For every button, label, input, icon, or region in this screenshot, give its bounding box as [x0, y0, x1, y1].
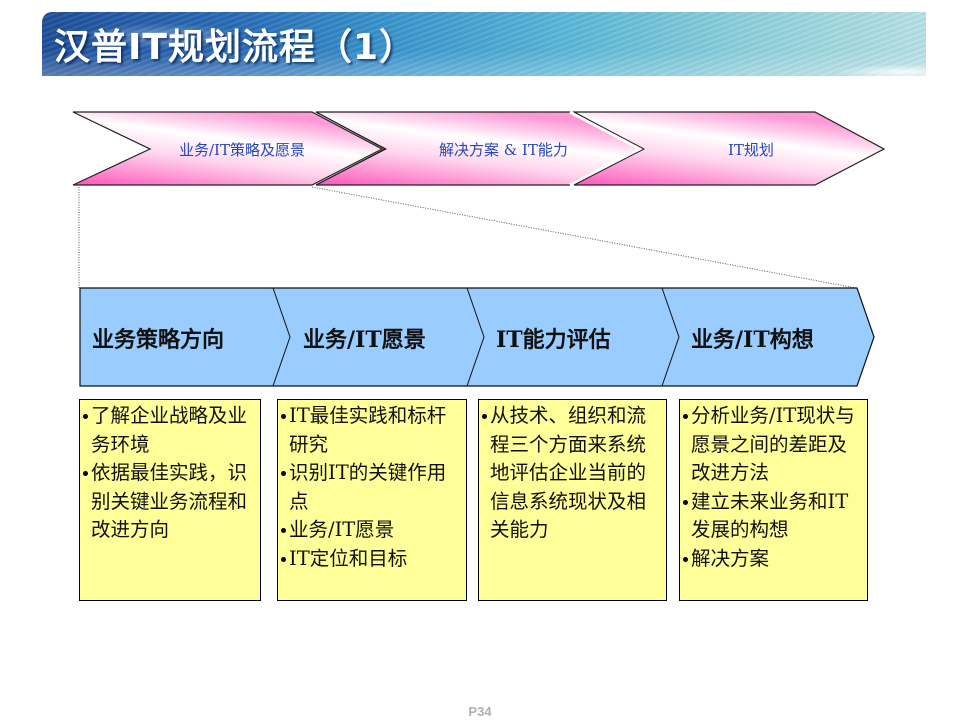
- stage-label-1: 业务/IT策略及愿景: [179, 141, 305, 159]
- phase-detail-box-3: 从技术、组织和流程三个方面来系统地评估企业当前的信息系统现状及相关能力: [478, 399, 667, 601]
- bullet-item: IT最佳实践和标杆研究: [280, 402, 464, 459]
- phase-label-1: 业务策略方向: [92, 327, 225, 353]
- bullet-item: 从技术、组织和流程三个方面来系统地评估企业当前的信息系统现状及相关能力: [481, 402, 664, 545]
- stage-label-3: IT规划: [728, 141, 774, 159]
- bullet-item: 解决方案: [682, 545, 865, 574]
- phase-divider-1: [272, 287, 291, 387]
- bullet-item: 依据最佳实践，识别关键业务流程和改进方向: [82, 459, 258, 545]
- phase-label-4: 业务/IT构想: [691, 327, 814, 353]
- phase-label-3: IT能力评估: [496, 327, 611, 353]
- bullet-item: 业务/IT愿景: [280, 516, 464, 545]
- phase-detail-box-2: IT最佳实践和标杆研究 识别IT的关键作用点 业务/IT愿景 IT定位和目标: [277, 399, 467, 601]
- bullet-item: 识别IT的关键作用点: [280, 459, 464, 516]
- phase-divider-2: [466, 287, 485, 387]
- title-banner: 汉普IT规划流程（1）: [42, 12, 926, 76]
- phase-divider-3: [661, 287, 680, 387]
- bullet-item: 了解企业战略及业务环境: [82, 402, 258, 459]
- stage-chevron-1: [72, 111, 384, 186]
- phase-detail-box-1: 了解企业战略及业务环境 依据最佳实践，识别关键业务流程和改进方向: [79, 399, 261, 601]
- page-title: 汉普IT规划流程（1）: [54, 27, 417, 68]
- bullet-item: 分析业务/IT现状与愿景之间的差距及改进方法: [682, 402, 865, 488]
- page-number: P34: [468, 704, 492, 719]
- stage-label-2: 解决方案 & IT能力: [439, 141, 568, 159]
- bullet-item: IT定位和目标: [280, 545, 464, 574]
- phase-label-2: 业务/IT愿景: [303, 327, 426, 353]
- bullet-item: 建立未来业务和IT发展的构想: [682, 488, 865, 545]
- phase-detail-box-4: 分析业务/IT现状与愿景之间的差距及改进方法 建立未来业务和IT发展的构想 解决…: [679, 399, 868, 601]
- connector-line-right: [311, 186, 857, 289]
- phase-band: [79, 287, 875, 387]
